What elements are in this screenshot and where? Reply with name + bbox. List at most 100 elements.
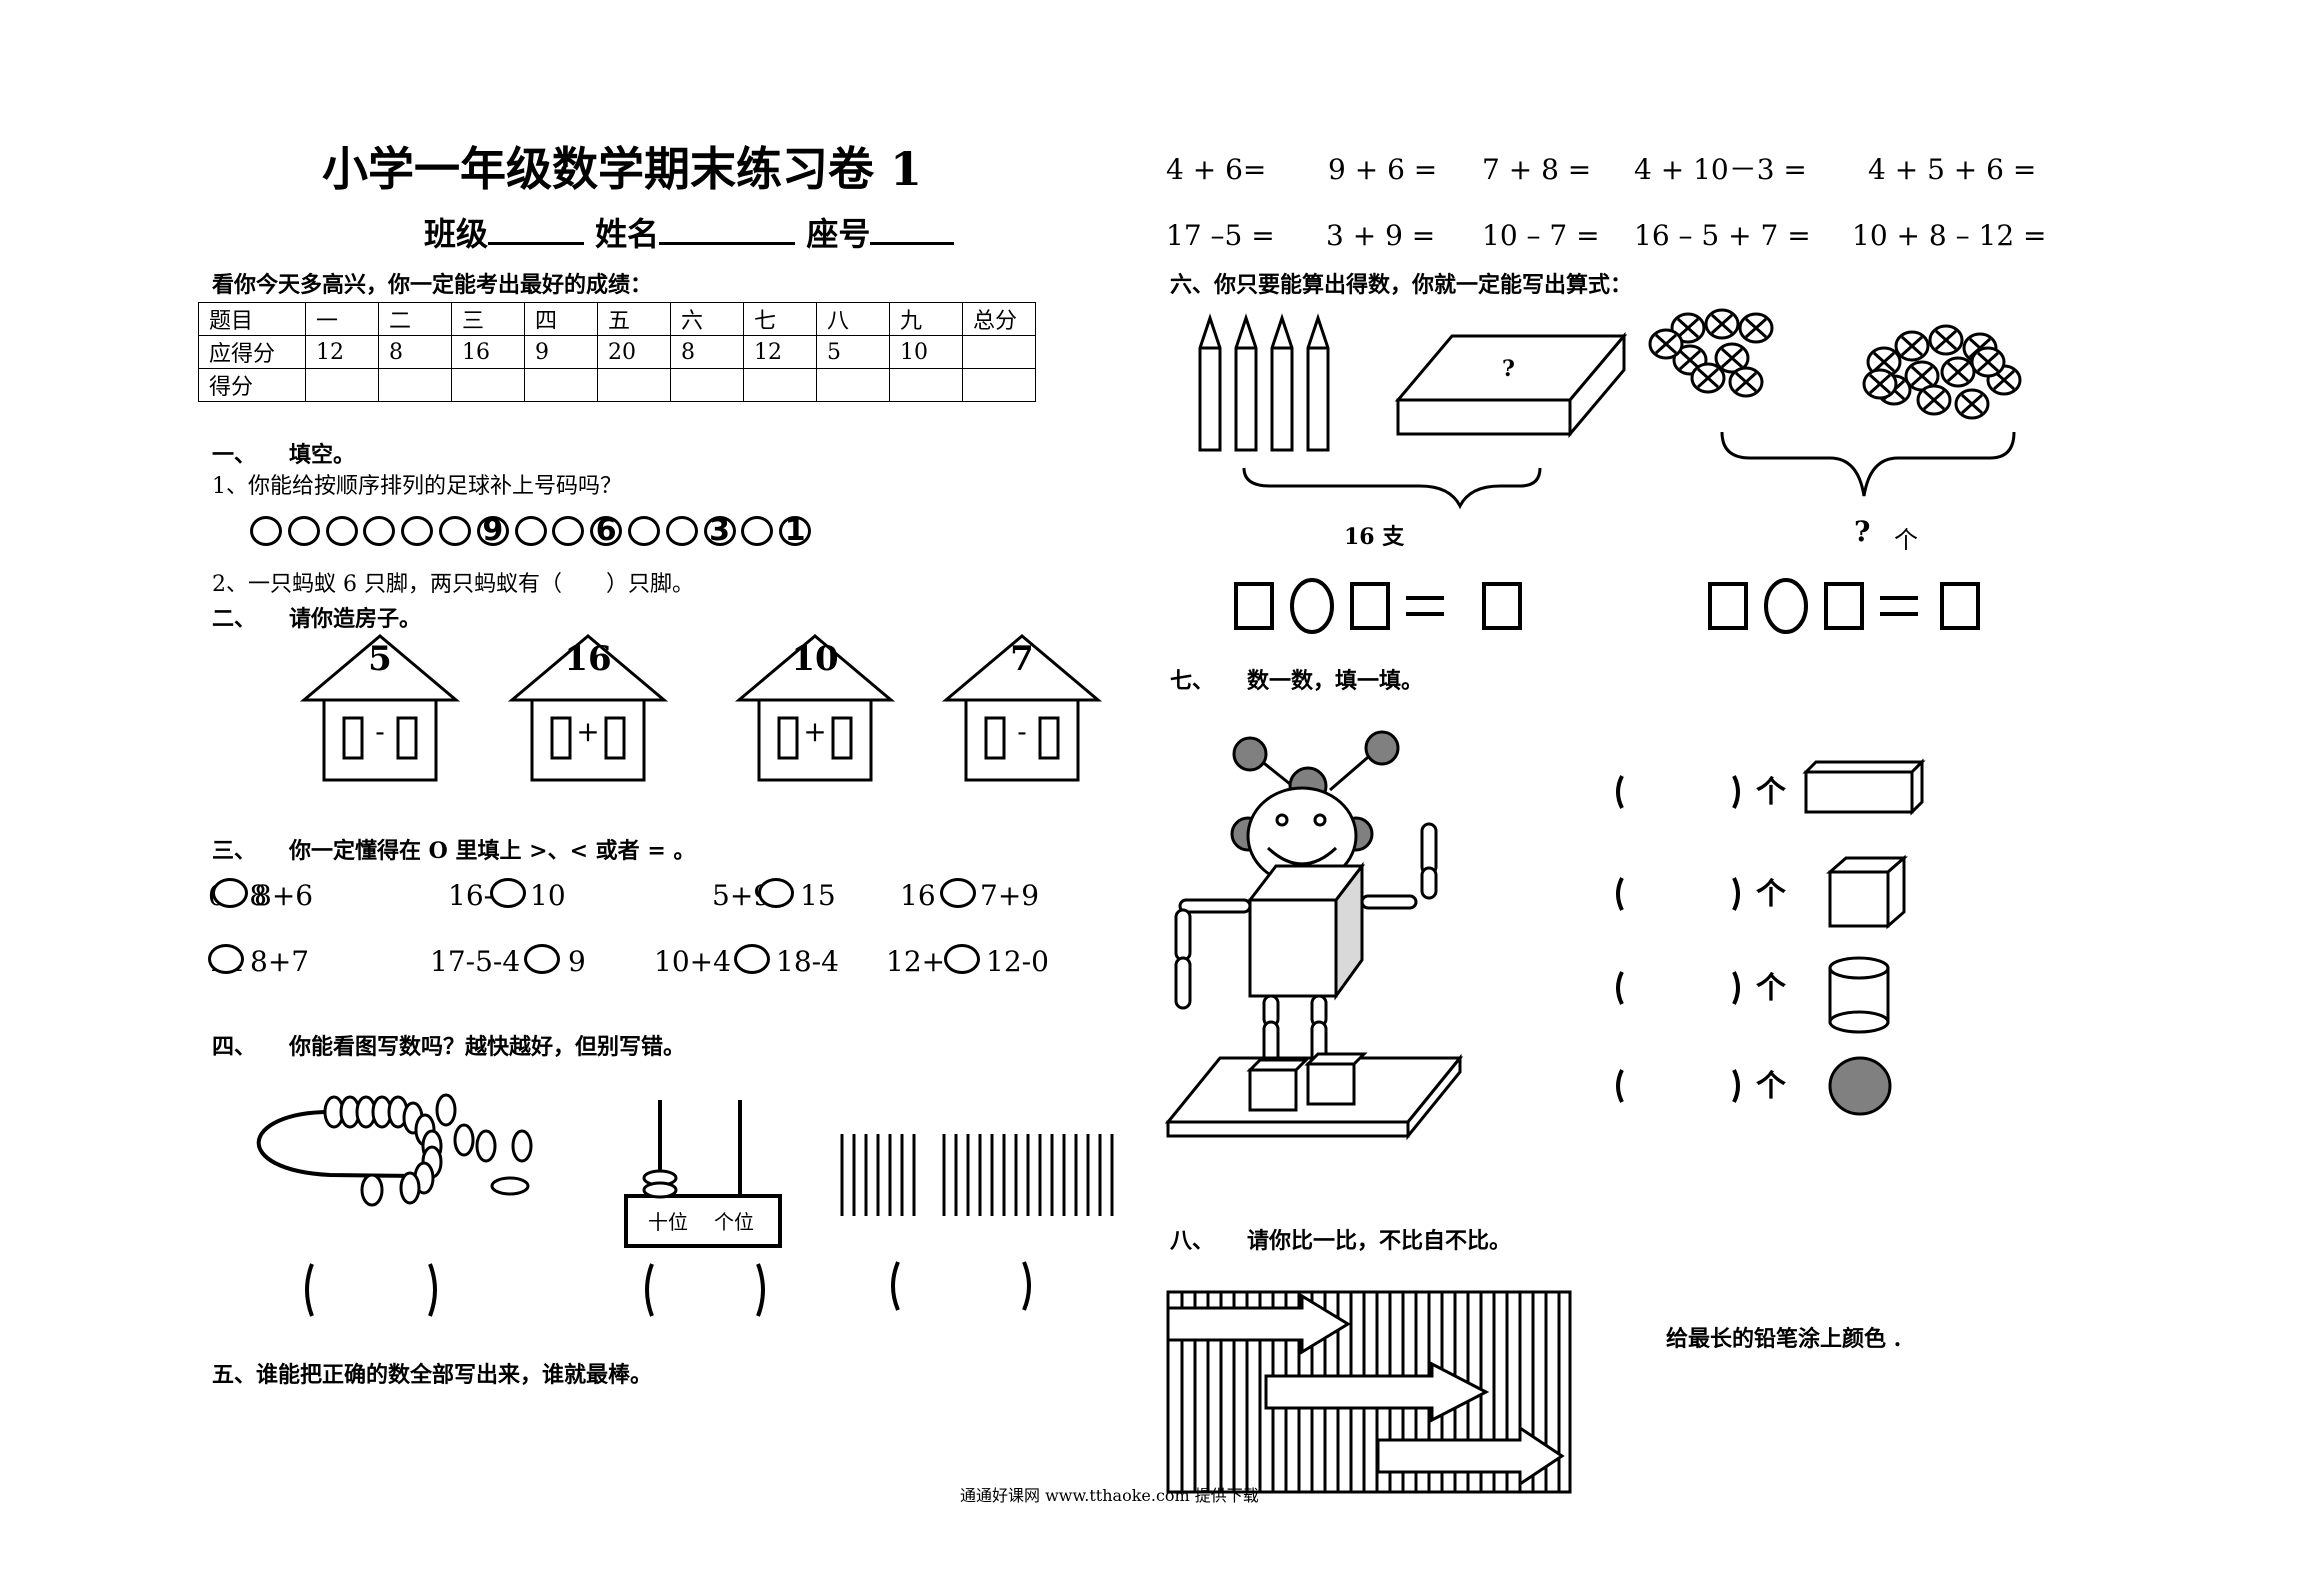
student-info: 班级 姓名 座号 xyxy=(424,215,955,253)
intro-text: 看你今天多高兴，你一定能考出最好的成绩： xyxy=(212,272,653,298)
crossed-ball xyxy=(1738,312,1774,344)
pencil-shape xyxy=(1306,313,1330,452)
table-cell: 八 xyxy=(816,302,890,336)
table-cell xyxy=(962,335,1036,369)
table-cell: 20 xyxy=(597,335,671,369)
house-blank-right[interactable] xyxy=(833,718,851,758)
house-3 xyxy=(734,634,896,782)
crossed-ball xyxy=(1962,332,1998,364)
count-answer-blank[interactable] xyxy=(1632,880,1728,912)
ball-cross xyxy=(1744,317,1768,339)
table-row: 题目一二三四五六七八九总分 xyxy=(198,302,1036,336)
crossed-ball xyxy=(1894,330,1930,362)
compare-circle[interactable] xyxy=(524,944,560,974)
score-cell-input[interactable] xyxy=(597,368,671,402)
compare-circle[interactable] xyxy=(212,878,248,908)
ball-cross xyxy=(1960,393,1984,415)
crossed-ball xyxy=(1704,308,1740,340)
house-blank-left[interactable] xyxy=(779,718,797,758)
name-blank[interactable] xyxy=(659,242,796,245)
compare-circle[interactable] xyxy=(944,944,980,974)
ball-cross xyxy=(1678,349,1702,371)
crossed-ball xyxy=(1954,388,1990,420)
table-cell: 12 xyxy=(743,335,817,369)
count-answer-blank[interactable] xyxy=(1632,974,1728,1006)
compare-left: 10+4 xyxy=(654,945,731,978)
pencil-shape xyxy=(1198,313,1222,452)
compare-circle[interactable] xyxy=(940,878,976,908)
house-blank-right[interactable] xyxy=(398,718,416,758)
compare-circle[interactable] xyxy=(734,944,770,974)
score-cell-input[interactable] xyxy=(524,368,598,402)
house-blank-right[interactable] xyxy=(606,718,624,758)
table-cell: 七 xyxy=(743,302,817,336)
calc-problem: 3 + 9 = xyxy=(1326,219,1436,252)
section-4-heading: 四、 你能看图写数吗？越快越好，但别写错。 xyxy=(212,1034,686,1060)
football[interactable] xyxy=(401,516,434,546)
house-blank-left[interactable] xyxy=(344,718,362,758)
score-cell-input[interactable] xyxy=(305,368,379,402)
section-1-q2: 2、一只蚂蚁 6 只脚，两只蚂蚁有（ ）只脚。 xyxy=(212,572,694,597)
class-blank[interactable] xyxy=(488,242,585,245)
football[interactable] xyxy=(439,516,471,546)
football[interactable] xyxy=(741,516,774,546)
ball-cross xyxy=(1968,337,1992,359)
house-blank-left[interactable] xyxy=(986,718,1004,758)
count-answer-blank[interactable] xyxy=(1632,1072,1728,1104)
page-title: 小学一年级数学期末练习卷 1 xyxy=(322,142,923,196)
football[interactable] xyxy=(325,516,358,546)
score-cell-input[interactable] xyxy=(378,368,452,402)
table-cell: 得分 xyxy=(198,368,306,402)
pencil-shape xyxy=(1270,313,1294,452)
football[interactable] xyxy=(363,516,396,546)
calc-problem: 16 – 5 + 7 = xyxy=(1634,219,1811,252)
ball-cross xyxy=(1976,351,2000,373)
compare-right: 18-4 xyxy=(776,945,839,978)
crossed-ball xyxy=(1672,344,1708,376)
football[interactable] xyxy=(552,516,585,546)
compare-circle[interactable] xyxy=(490,878,526,908)
abacus-ones-label: 个位 xyxy=(714,1210,754,1234)
house-roof-number: 16 xyxy=(564,639,612,679)
compare-right: 7+9 xyxy=(980,879,1040,912)
compare-circle[interactable] xyxy=(758,878,794,908)
score-cell-input[interactable] xyxy=(451,368,525,402)
score-cell-input[interactable] xyxy=(816,368,890,402)
pencil-shape xyxy=(1234,313,1258,452)
football[interactable] xyxy=(665,516,698,546)
score-cell-input[interactable] xyxy=(670,368,744,402)
ball-cross xyxy=(1934,329,1958,351)
score-cell-input[interactable] xyxy=(962,368,1036,402)
seat-label: 座号 xyxy=(806,215,871,253)
compare-left: 16 xyxy=(900,879,936,912)
football[interactable] xyxy=(250,516,282,546)
house-blank-left[interactable] xyxy=(552,718,570,758)
balls-unit-label: 个 xyxy=(1894,526,1918,554)
section-1-q1: 1、你能给按顺序排列的足球补上号码吗？ xyxy=(212,474,622,499)
ball-cross xyxy=(1900,335,1924,357)
house-roof-number: 7 xyxy=(1010,639,1034,679)
ball-cross xyxy=(1872,351,1896,373)
house-2 xyxy=(507,634,669,782)
section-3-heading: 三、 你一定懂得在 O 里填上 >、< 或者 = 。 xyxy=(212,838,696,864)
seat-blank[interactable] xyxy=(870,242,955,245)
calc-problem: 7 + 8 = xyxy=(1482,153,1592,186)
section-8-heading: 八、 请你比一比，不比自不比。 xyxy=(1170,1228,1512,1254)
compare-circle[interactable] xyxy=(208,944,244,974)
football[interactable] xyxy=(287,516,320,546)
score-cell-input[interactable] xyxy=(889,368,963,402)
football[interactable] xyxy=(514,516,547,546)
crossed-ball xyxy=(1862,368,1898,400)
footer: 通通好课网 www.tthaoke.com 提供下载 xyxy=(960,1486,1259,1505)
count-answer-blank[interactable] xyxy=(1632,778,1728,810)
house-blank-right[interactable] xyxy=(1040,718,1058,758)
table-cell: 一 xyxy=(305,302,379,336)
crossed-ball xyxy=(1728,366,1764,398)
score-cell-input[interactable] xyxy=(743,368,817,402)
football[interactable] xyxy=(628,516,660,546)
section-2-heading: 二、 请你造房子。 xyxy=(212,606,422,632)
calc-problem: 4 + 10－3 = xyxy=(1634,153,1807,186)
ball-cross xyxy=(1922,389,1946,411)
